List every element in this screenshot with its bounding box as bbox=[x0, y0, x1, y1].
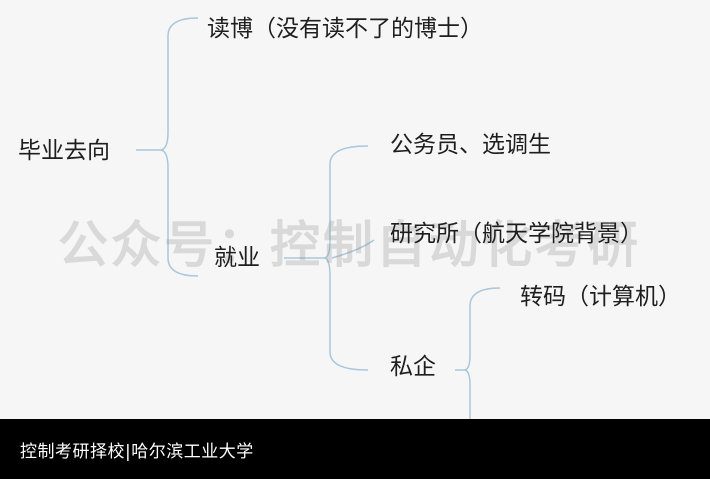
node-employment: 就业 bbox=[214, 245, 260, 271]
node-civil-servant: 公务员、选调生 bbox=[390, 132, 551, 158]
connector-root bbox=[136, 17, 199, 277]
footer-text: 控制考研择校|哈尔滨工业大学 bbox=[20, 441, 254, 462]
connector-job bbox=[284, 145, 369, 371]
connector-private bbox=[455, 287, 501, 419]
footer-bar: 控制考研择校|哈尔滨工业大学 bbox=[0, 419, 710, 479]
node-switch-to-cs: 转码（计算机） bbox=[520, 284, 681, 310]
node-research-institute: 研究所（航天学院背景） bbox=[390, 221, 643, 247]
node-root: 毕业去向 bbox=[18, 138, 110, 164]
node-phd: 读博（没有读不了的博士） bbox=[207, 16, 483, 42]
node-private-company: 私企 bbox=[390, 354, 436, 380]
connector-job-institute bbox=[331, 239, 375, 259]
mindmap-connectors bbox=[136, 17, 501, 419]
mindmap-canvas: 公众号：控制自动化考研 毕业去向 读博（没有读不了的博士） 就业 公务员、选调生… bbox=[18, 16, 681, 419]
